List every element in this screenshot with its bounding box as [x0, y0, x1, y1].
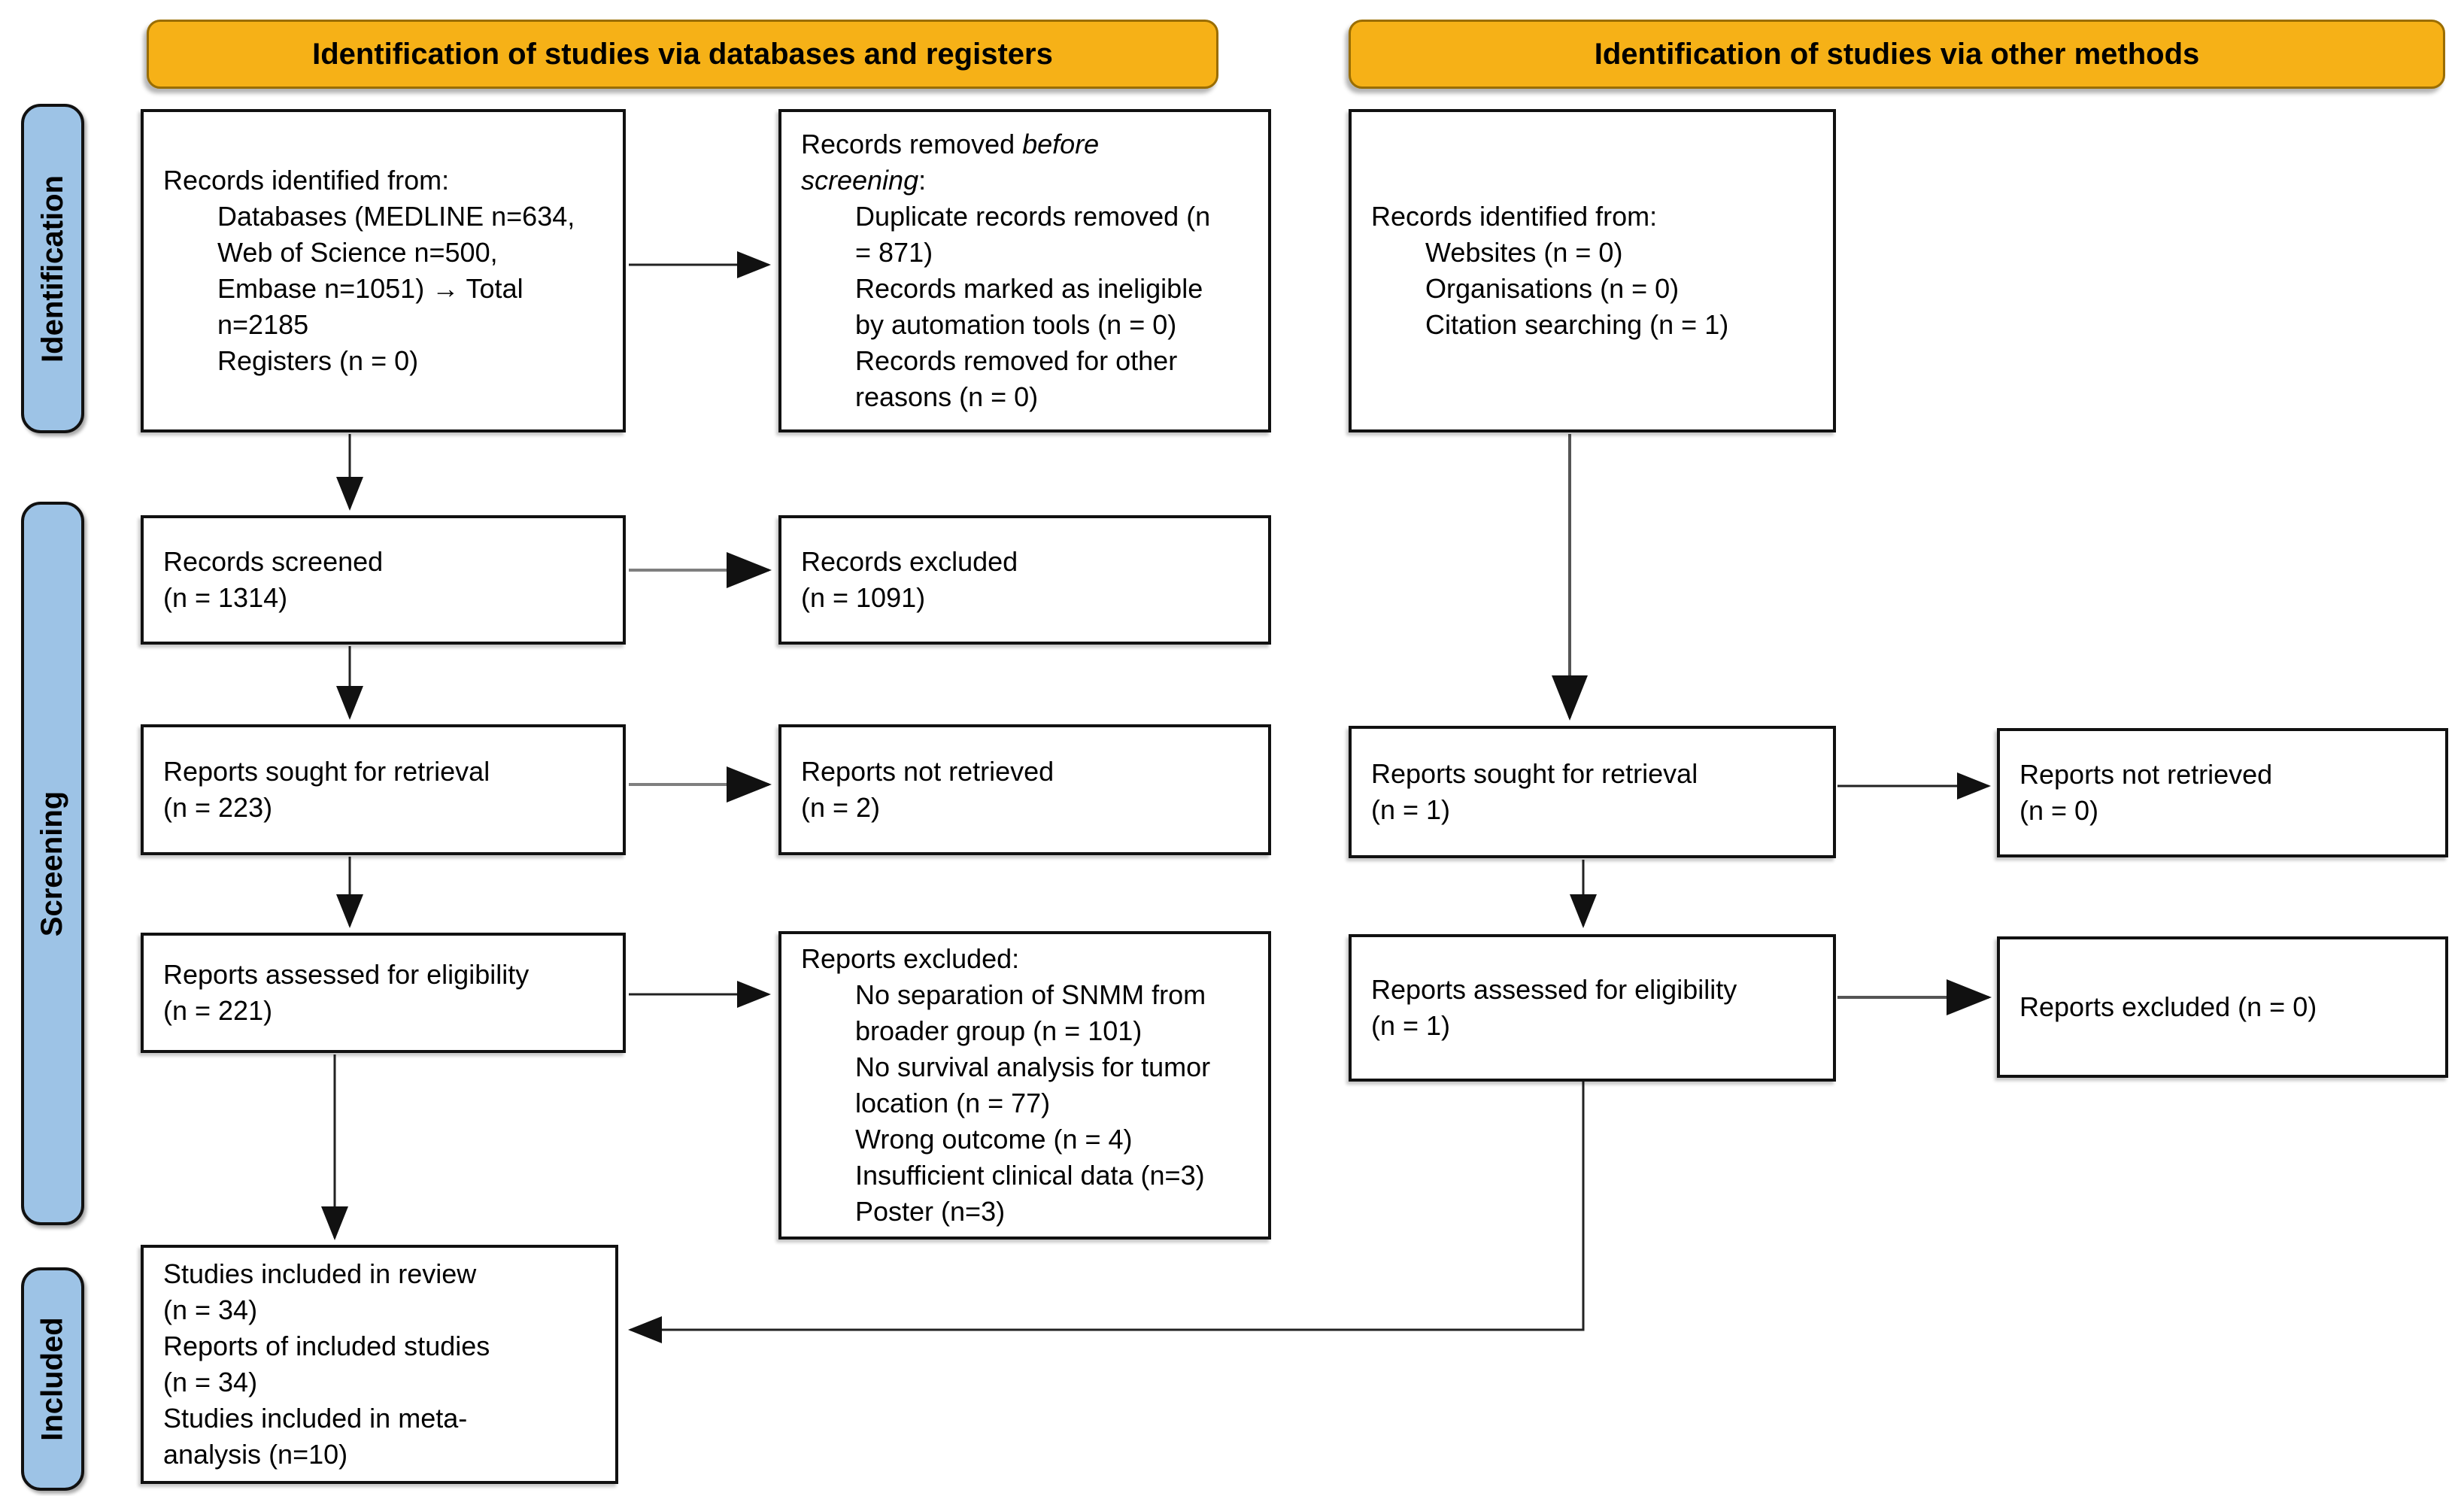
box-reports-not-retrieved-databases: Reports not retrieved (n = 2) — [778, 724, 1271, 855]
stage-screening: Screening — [21, 502, 84, 1225]
stage-identification: Identification — [21, 104, 84, 433]
stage-included: Included — [21, 1267, 84, 1491]
box-title: screening: — [801, 165, 927, 196]
box-records-identified-other: Records identified from: Websites (n = 0… — [1349, 109, 1836, 432]
box-item: Poster (n=3) — [855, 1196, 1006, 1227]
stage-identification-label: Identification — [35, 174, 69, 363]
header-databases-registers: Identification of studies via databases … — [147, 20, 1218, 89]
box-title: Reports excluded: — [801, 943, 1020, 974]
box-studies-included: Studies included in review (n = 34) Repo… — [141, 1245, 618, 1484]
box-item: Duplicate records removed (n = 871) — [855, 201, 1211, 268]
box-title: Records identified from: — [1371, 201, 1658, 232]
stage-included-label: Included — [35, 1317, 69, 1441]
box-item: Databases (MEDLINE n=634, Web of Science… — [217, 201, 575, 340]
header-other-methods: Identification of studies via other meth… — [1349, 20, 2445, 89]
box-records-screened: Records screened (n = 1314) — [141, 515, 626, 645]
box-title: Records removed before — [801, 129, 1100, 159]
box-reports-sought-databases: Reports sought for retrieval (n = 223) — [141, 724, 626, 855]
box-item: Registers (n = 0) — [217, 345, 419, 376]
box-item: Records marked as ineligible by automati… — [855, 273, 1203, 340]
stage-screening-label: Screening — [35, 790, 69, 936]
box-title: Records identified from: — [163, 165, 450, 196]
box-reports-excluded-reasons: Reports excluded: No separation of SNMM … — [778, 931, 1271, 1240]
box-item: Websites (n = 0) — [1425, 237, 1623, 268]
box-reports-assessed-other: Reports assessed for eligibility (n = 1) — [1349, 934, 1836, 1082]
box-reports-sought-other: Reports sought for retrieval (n = 1) — [1349, 726, 1836, 858]
box-records-excluded: Records excluded (n = 1091) — [778, 515, 1271, 645]
box-item: Insufficient clinical data (n=3) — [855, 1160, 1205, 1191]
box-records-removed-before-screening: Records removed before screening: Duplic… — [778, 109, 1271, 432]
box-reports-excluded-other: Reports excluded (n = 0) — [1997, 936, 2448, 1078]
box-item: Wrong outcome (n = 4) — [855, 1124, 1133, 1155]
box-reports-assessed-databases: Reports assessed for eligibility (n = 22… — [141, 933, 626, 1053]
box-reports-not-retrieved-other: Reports not retrieved (n = 0) — [1997, 728, 2448, 857]
box-records-identified-databases: Records identified from: Databases (MEDL… — [141, 109, 626, 432]
box-item: Citation searching (n = 1) — [1425, 309, 1729, 340]
box-item: No separation of SNMM from broader group… — [855, 979, 1206, 1046]
box-item: Organisations (n = 0) — [1425, 273, 1680, 304]
box-item: Records removed for other reasons (n = 0… — [855, 345, 1178, 412]
box-item: No survival analysis for tumor location … — [855, 1051, 1211, 1118]
